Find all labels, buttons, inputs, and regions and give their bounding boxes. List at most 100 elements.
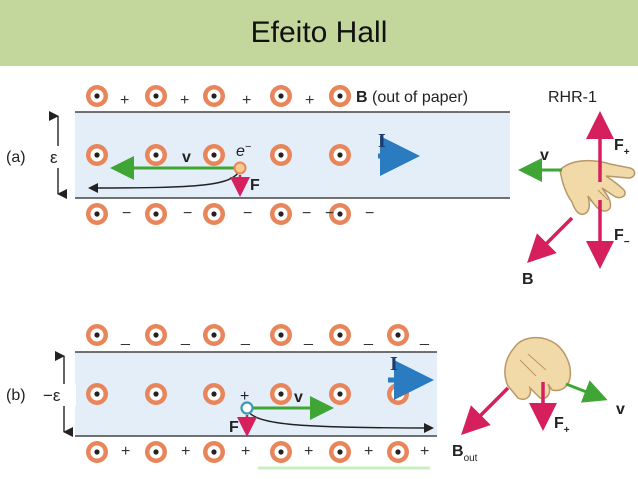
force-label-a: F xyxy=(250,177,260,194)
force-plus-symbol: F xyxy=(614,137,624,154)
charge-sign: _ xyxy=(419,329,430,346)
right-hand-icon xyxy=(559,159,636,216)
b-out-label: Bout xyxy=(452,443,478,464)
b-field-out-symbol xyxy=(270,85,292,107)
charge-sign: _ xyxy=(120,329,131,346)
conductor-strip-a xyxy=(75,112,510,198)
rhr-title: RHR-1 xyxy=(548,89,597,106)
charge-sign: _ xyxy=(363,329,374,346)
electron-label: e− xyxy=(236,141,252,160)
panel-a-label: (a) xyxy=(6,149,26,166)
panel-a: (a) ε + + + + − − − − − xyxy=(6,85,510,225)
b-field-label: B (out of paper) xyxy=(356,89,468,106)
electron-symbol: e xyxy=(236,143,245,160)
b-label-rhr-a: B xyxy=(522,271,534,288)
b-field-out-symbol xyxy=(86,441,108,463)
force-minus-label: F− xyxy=(614,227,630,248)
force-minus-sub: − xyxy=(624,237,630,248)
velocity-label-a: v xyxy=(182,149,191,166)
b-field-out-symbol xyxy=(270,144,292,166)
b-field-label-rest: (out of paper) xyxy=(368,89,469,106)
current-label-a: I xyxy=(378,130,386,152)
charge-sign: + xyxy=(305,92,314,109)
charge-sign: − xyxy=(325,205,334,222)
b-out-symbol: B xyxy=(452,443,464,460)
b-field-out-symbol xyxy=(86,144,108,166)
b-out-arrow xyxy=(461,386,510,435)
panel-b: (b) −ε _ _ _ _ _ _ xyxy=(6,324,437,470)
b-field-out-symbol xyxy=(86,203,108,225)
rhr-panel-b: Bout F+ v xyxy=(452,336,625,464)
rhr-panel-a: RHR-1 F+ F− v B xyxy=(518,89,636,288)
charge-sign: + xyxy=(364,443,373,460)
b-field-label-bold: B xyxy=(356,89,368,106)
velocity-label-b: v xyxy=(294,389,303,406)
b-field-out-symbol xyxy=(203,85,225,107)
b-field-out-symbol xyxy=(145,383,167,405)
b-field-out-symbol xyxy=(387,441,409,463)
conductor-strip-b xyxy=(75,352,437,436)
force-plus-label: F+ xyxy=(614,137,630,158)
charge-sign: + xyxy=(304,443,313,460)
emf-label-a: ε xyxy=(50,148,58,167)
charge-sign: − xyxy=(183,205,192,222)
charge-sign: + xyxy=(241,443,250,460)
b-field-out-symbol xyxy=(329,144,351,166)
force-plus-sub: + xyxy=(624,147,630,158)
b-field-out-symbol xyxy=(86,324,108,346)
charge-sign: _ xyxy=(180,329,191,346)
current-label-b: I xyxy=(390,353,398,375)
charge-sign: + xyxy=(420,443,429,460)
charge-sign: + xyxy=(180,92,189,109)
b-field-out-symbol xyxy=(145,144,167,166)
b-field-out-symbol xyxy=(329,441,351,463)
b-field-out-symbol xyxy=(203,441,225,463)
b-field-out-symbol xyxy=(270,324,292,346)
charge-sign: − xyxy=(365,205,374,222)
charge-sign: + xyxy=(121,443,130,460)
right-hand-icon xyxy=(504,336,572,400)
charge-sign: − xyxy=(122,205,131,222)
force-minus-symbol: F xyxy=(614,227,624,244)
charge-sign: _ xyxy=(240,329,251,346)
velocity-arrow-rhr-b xyxy=(565,380,608,403)
b-field-out-symbol xyxy=(203,324,225,346)
positive-charge xyxy=(240,401,254,415)
b-field-out-symbol xyxy=(203,144,225,166)
b-field-out-symbol xyxy=(329,383,351,405)
b-field-out-symbol xyxy=(145,324,167,346)
charge-sign: − xyxy=(302,205,311,222)
velocity-label-rhr-b: v xyxy=(616,401,625,418)
b-field-out-symbol xyxy=(270,203,292,225)
b-field-out-symbol xyxy=(387,383,409,405)
b-field-out-symbol xyxy=(203,203,225,225)
force-plus-label-b: F+ xyxy=(554,415,570,436)
b-arrow-rhr-a xyxy=(527,216,574,263)
force-label-b: F xyxy=(229,419,239,436)
electron xyxy=(233,161,247,175)
charge-sign: + xyxy=(242,92,251,109)
page-title: Efeito Hall xyxy=(250,16,388,49)
b-field-out-symbol xyxy=(145,441,167,463)
b-field-out-symbol xyxy=(270,383,292,405)
emf-label-b: −ε xyxy=(43,386,61,405)
b-field-out-symbol xyxy=(329,324,351,346)
electron-charge: − xyxy=(245,141,252,153)
velocity-label-rhr-a: v xyxy=(540,147,549,164)
charge-sign: + xyxy=(120,92,129,109)
electron-path-a xyxy=(88,169,241,193)
panel-b-label: (b) xyxy=(6,387,26,404)
b-field-out-symbol xyxy=(387,324,409,346)
charge-path-b xyxy=(246,409,434,433)
b-field-out-symbol xyxy=(86,383,108,405)
b-field-out-symbol xyxy=(145,203,167,225)
b-field-out-symbol xyxy=(203,383,225,405)
force-plus-sub-b: + xyxy=(564,425,570,436)
title-bar: Efeito Hall xyxy=(0,0,638,66)
b-field-out-symbol xyxy=(145,85,167,107)
charge-label-b: + xyxy=(240,388,249,405)
charge-sign: + xyxy=(181,443,190,460)
b-field-out-symbol xyxy=(270,441,292,463)
force-plus-symbol-b: F xyxy=(554,415,564,432)
charge-sign: _ xyxy=(303,329,314,346)
